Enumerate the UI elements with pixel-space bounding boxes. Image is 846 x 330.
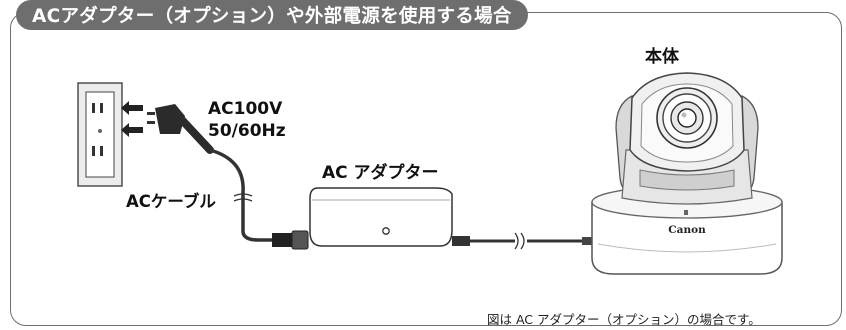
camera-brand-text: Canon	[668, 224, 706, 236]
section-title: ACアダプター（オプション）や外部電源を使用する場合	[16, 0, 528, 30]
power-voltage: AC100V	[208, 99, 283, 119]
power-plug	[147, 104, 214, 154]
cable-break-mark	[233, 193, 253, 202]
dc-cable	[452, 232, 592, 250]
camera-body-label: 本体	[645, 47, 679, 67]
cable-connector	[272, 230, 309, 250]
power-spec-label: AC100V 50/60Hz	[208, 98, 286, 142]
wall-outlet	[77, 82, 123, 187]
ac-cable-label: ACケーブル	[126, 192, 216, 211]
camera-unit	[591, 72, 783, 275]
insert-arrows	[121, 101, 143, 137]
ac-adapter-box	[309, 187, 453, 247]
power-frequency: 50/60Hz	[208, 121, 286, 141]
footnote: 図は AC アダプター（オプション）の場合です。	[487, 312, 761, 327]
ac-cable	[209, 148, 272, 242]
ac-adapter-label: AC アダプター	[322, 163, 439, 183]
